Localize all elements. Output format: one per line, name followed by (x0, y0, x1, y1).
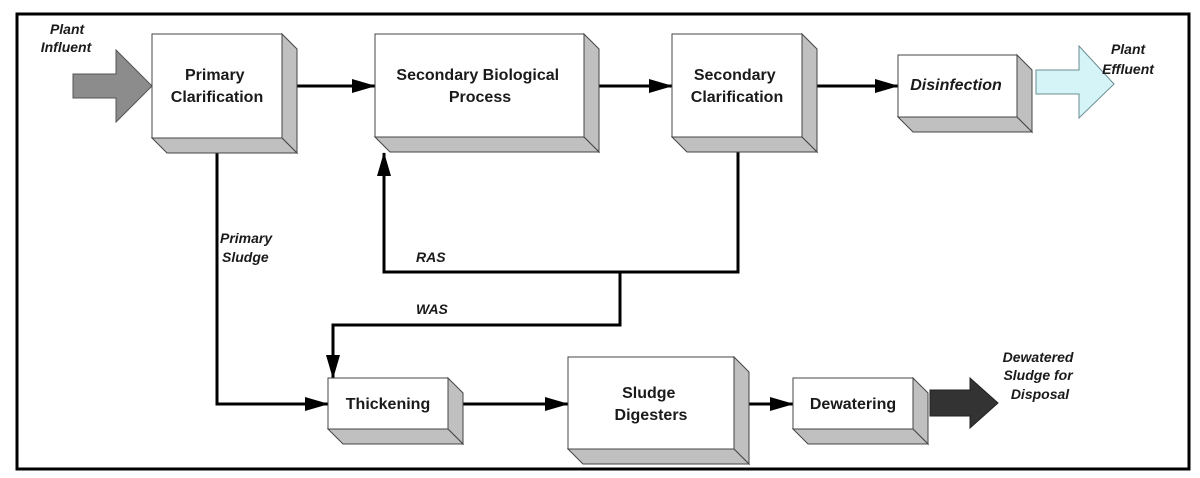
ras-label: RAS (416, 249, 446, 265)
secondary-biological-label: Secondary Biological Process (396, 67, 563, 106)
box-front-face (374, 33, 585, 138)
primary-sludge-label: Primary Sludge (220, 230, 276, 265)
process-box-secondary-clarification[interactable] (670, 32, 819, 154)
box-bottom-bevel (373, 136, 601, 153)
box-bottom-bevel (566, 448, 751, 465)
was-label: WAS (416, 301, 449, 317)
primary-clarification-label: Primary Clarification (171, 67, 263, 106)
box-front-face (151, 33, 283, 139)
box-bottom-bevel (670, 136, 819, 153)
flow-primary-sludge (215, 138, 329, 411)
process-box-sludge-digesters[interactable] (566, 355, 751, 466)
box-bottom-bevel (150, 137, 299, 154)
flow-ras (377, 138, 740, 274)
process-box-primary-clarification[interactable] (150, 32, 299, 155)
plant-influent-arrow (72, 48, 153, 124)
plant-influent-label: Plant Influent (41, 21, 93, 55)
box-side-bevel (801, 32, 818, 154)
process-box-disinfection[interactable] (896, 53, 1034, 134)
box-front-face (327, 377, 449, 430)
thickening-label: Thickening (346, 396, 430, 413)
flow-was (326, 272, 622, 379)
disinfection-label: Disinfection (910, 77, 1002, 94)
box-bottom-bevel (791, 428, 930, 445)
dewatered-sludge-arrow (929, 376, 999, 430)
box-side-bevel (281, 32, 298, 155)
sludge-digesters-label: Sludge Digesters (615, 385, 688, 424)
box-front-face (792, 377, 914, 430)
process-box-thickening[interactable] (326, 376, 465, 446)
process-box-secondary-biological[interactable] (373, 32, 601, 154)
box-front-face (671, 33, 803, 138)
plant-effluent-label: Plant Effluent (1102, 41, 1155, 77)
dewatered-sludge-label: Dewatered Sludge for Disposal (1003, 349, 1078, 402)
box-front-face (567, 356, 735, 450)
dewatering-label: Dewatering (810, 396, 896, 413)
box-side-bevel (733, 355, 750, 466)
box-bottom-bevel (896, 116, 1034, 133)
process-box-dewatering[interactable] (791, 376, 930, 446)
secondary-clarification-label: Secondary Clarification (691, 67, 783, 106)
plant-effluent-arrow (1035, 44, 1115, 120)
box-bottom-bevel (326, 428, 465, 445)
box-side-bevel (583, 32, 600, 154)
box-front-face (897, 54, 1018, 118)
